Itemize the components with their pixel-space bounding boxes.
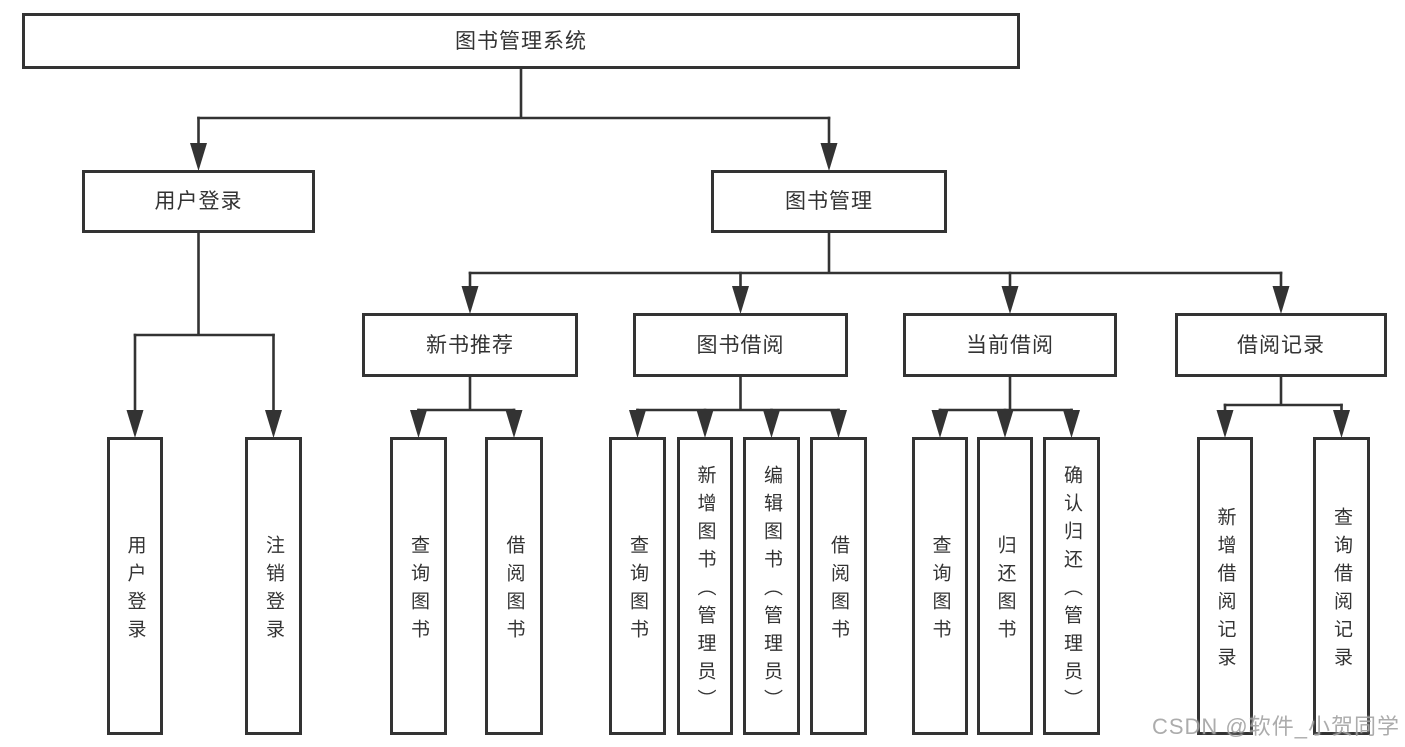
node-bb-add: 新增图书（管理员） [677,437,733,735]
node-login: 用户登录 [107,437,163,735]
node-nbr-query: 查询图书 [390,437,447,735]
node-root: 图书管理系统 [22,13,1020,69]
node-user-login: 用户登录 [82,170,315,233]
node-label: 图书管理系统 [455,29,587,53]
node-label: 图书管理 [785,190,873,213]
node-label: 确认归还（管理员） [1061,464,1082,717]
node-cb-confirm: 确认归还（管理员） [1043,437,1100,735]
node-logout: 注销登录 [245,437,302,735]
node-label: 图书借阅 [696,333,785,357]
node-cb-query: 查询图书 [912,437,968,735]
node-label: 查询借阅记录 [1331,506,1352,675]
node-bb-edit: 编辑图书（管理员） [743,437,800,735]
node-label: 编辑图书（管理员） [761,464,782,717]
node-label: 借阅图书 [828,534,849,647]
watermark: CSDN @软件_小贺同学 [1151,714,1400,739]
node-book-borrow: 图书借阅 [633,313,848,377]
node-label: 归还图书 [994,534,1016,647]
node-label: 新增借阅记录 [1214,506,1236,675]
node-label: 借阅图书 [503,534,525,647]
node-br-query: 查询借阅记录 [1313,437,1370,735]
node-label: 借阅记录 [1237,333,1325,357]
node-label: 查询图书 [408,534,429,647]
node-label: 当前借阅 [966,333,1054,357]
node-current-borrow: 当前借阅 [903,313,1117,377]
node-bb-borrow: 借阅图书 [810,437,867,735]
node-label: 用户登录 [154,190,243,213]
node-label: 用户登录 [124,534,146,647]
node-br-add: 新增借阅记录 [1197,437,1253,735]
node-nbr-borrow: 借阅图书 [485,437,543,735]
node-new-book-rec: 新书推荐 [362,313,578,377]
node-label: 查询图书 [929,534,951,647]
node-label: 新增图书（管理员） [694,464,716,717]
node-label: 查询图书 [627,534,648,647]
node-bb-query: 查询图书 [609,437,666,735]
node-borrow-record: 借阅记录 [1175,313,1387,377]
node-book-mgmt: 图书管理 [711,170,947,233]
node-label: 新书推荐 [426,333,514,357]
node-cb-return: 归还图书 [977,437,1033,735]
node-label: 注销登录 [263,534,284,647]
